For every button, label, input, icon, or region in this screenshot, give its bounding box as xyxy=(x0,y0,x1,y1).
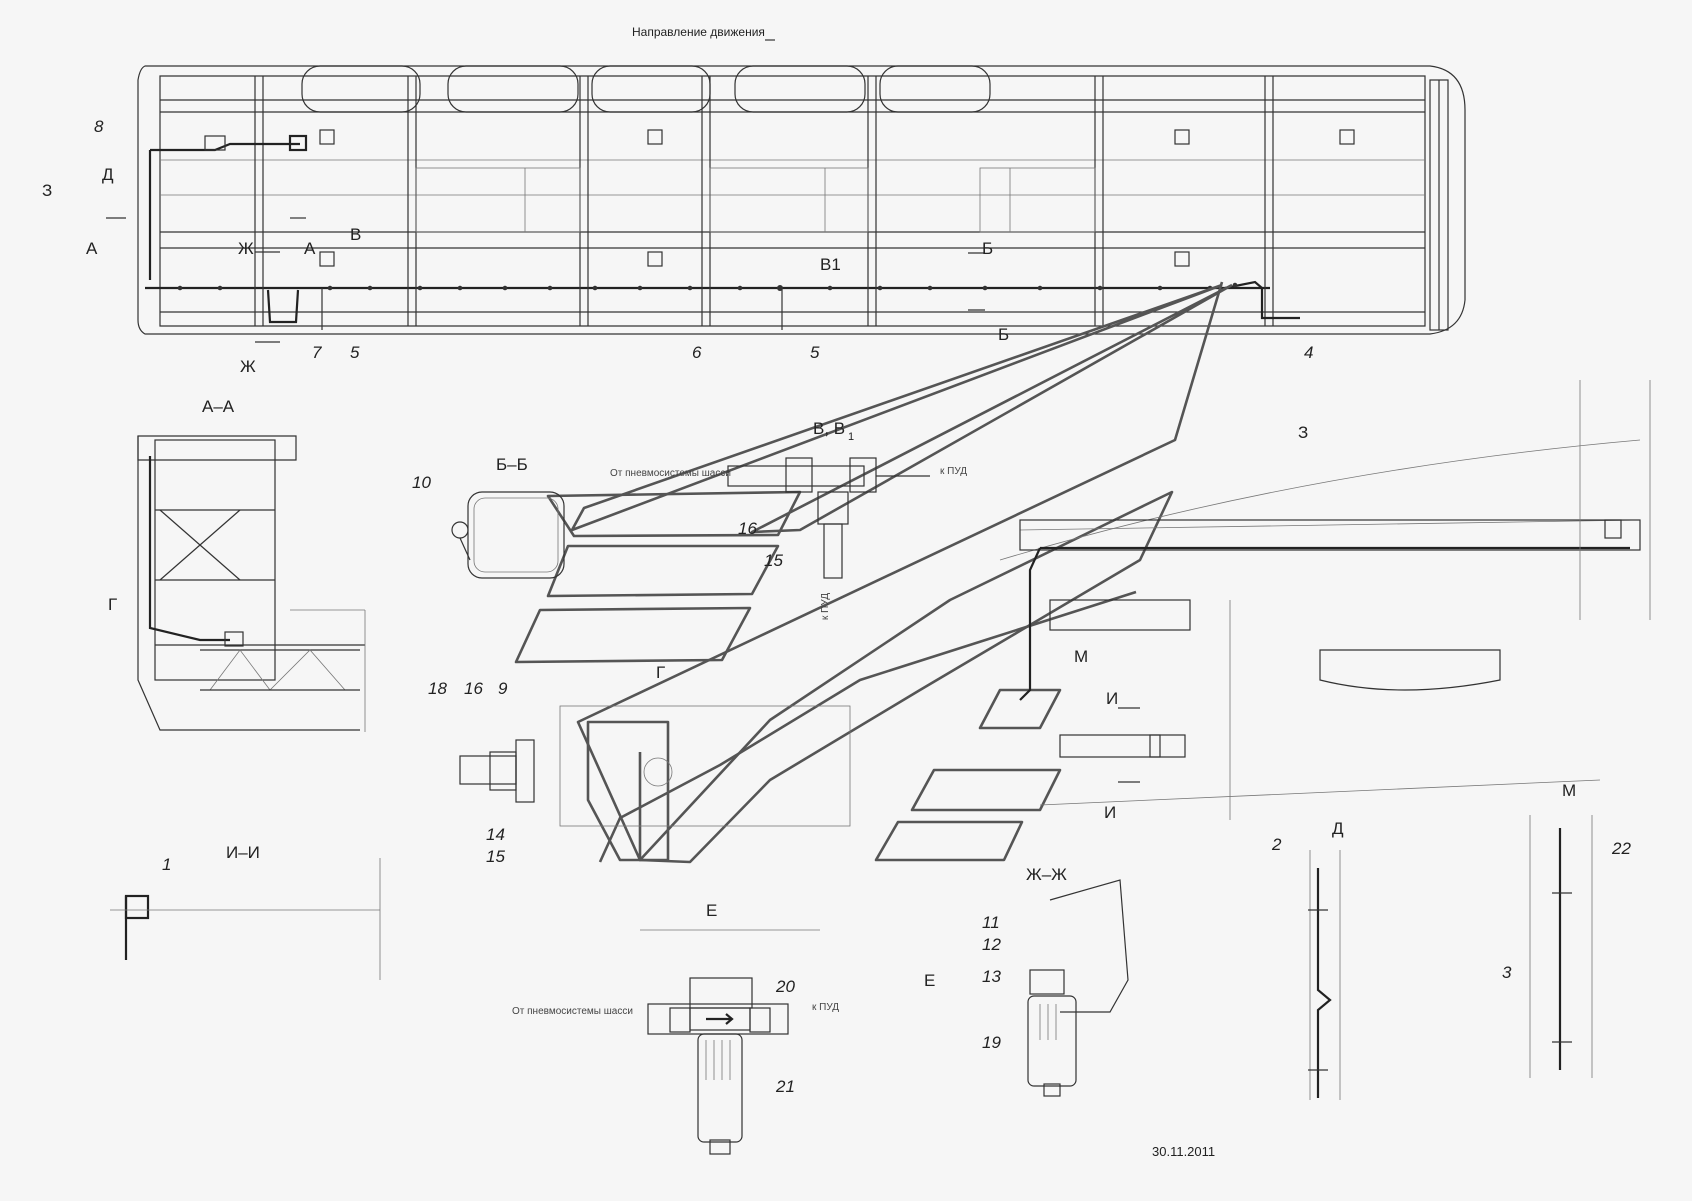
callout-14: 14 xyxy=(486,825,505,844)
view-title-bb: Б–Б xyxy=(496,455,528,474)
callout-9: 9 xyxy=(498,679,508,698)
marker-b-top: Б xyxy=(982,239,993,258)
marker-a-left: А xyxy=(86,239,98,258)
callout-10: 10 xyxy=(412,473,431,492)
view-title-ii: И–И xyxy=(226,843,260,862)
callout-21: 21 xyxy=(775,1077,795,1096)
view-m-drawing xyxy=(1529,815,1593,1078)
marker-v: В xyxy=(350,225,361,244)
marker-e: Е xyxy=(924,971,935,990)
section-aa-drawing xyxy=(137,435,366,732)
view-z-drawing xyxy=(999,380,1651,820)
callout-16b: 16 xyxy=(464,679,483,698)
callout-3: 3 xyxy=(1502,963,1512,982)
marker-i-bottom: И xyxy=(1104,803,1116,822)
callout-4: 4 xyxy=(1304,343,1313,362)
callout-16a: 16 xyxy=(738,519,757,538)
view-d-drawing xyxy=(1308,850,1341,1100)
callout-1: 1 xyxy=(162,855,171,874)
filter-view-e-drawing xyxy=(640,929,820,1155)
label-from-pneumo-1: От пневмосистемы шасси xyxy=(610,468,731,479)
marker-b-bottom: Б xyxy=(998,325,1009,344)
direction-label: Направление движения xyxy=(632,25,765,39)
callout-7: 7 xyxy=(312,343,322,362)
labels: Направление движения З Д А А Ж Ж В В1 Б … xyxy=(42,25,1631,1159)
marker-g: Г xyxy=(108,595,117,614)
view-title-zhzh: Ж–Ж xyxy=(1026,865,1067,884)
marker-z: З xyxy=(42,181,52,200)
view-title-d: Д xyxy=(1332,819,1344,838)
leader-callouts xyxy=(514,281,1233,864)
label-from-pneumo-2: От пневмосистемы шасси xyxy=(512,1006,633,1017)
label-to-pud-vertical: к ПУД xyxy=(820,593,831,620)
view-title-m: М xyxy=(1562,781,1576,800)
view-title-v: В, В xyxy=(813,419,845,438)
date-stamp: 30.11.2011 xyxy=(1152,1144,1215,1159)
tee-fitting-drawing xyxy=(727,457,930,579)
view-title-aa: А–А xyxy=(202,397,235,416)
marker-zh-bottom: Ж xyxy=(240,357,256,376)
callout-12: 12 xyxy=(982,935,1001,954)
frame-plan-view xyxy=(106,65,1466,343)
view-title-z: З xyxy=(1298,423,1308,442)
section-bb-drawing xyxy=(451,491,565,579)
marker-d: Д xyxy=(102,165,114,184)
callout-5a: 5 xyxy=(350,343,360,362)
callout-8: 8 xyxy=(94,117,104,136)
marker-v1: В1 xyxy=(820,255,841,274)
marker-zh-top: Ж xyxy=(238,239,254,258)
callout-22: 22 xyxy=(1611,839,1631,858)
label-to-pud-2: к ПУД xyxy=(812,1002,839,1013)
marker-m: М xyxy=(1074,647,1088,666)
bulkhead-fitting-drawing xyxy=(459,705,851,827)
callout-13: 13 xyxy=(982,967,1001,986)
callout-6: 6 xyxy=(692,343,702,362)
marker-i-top: И xyxy=(1106,689,1118,708)
callout-5b: 5 xyxy=(810,343,820,362)
label-to-pud-1: к ПУД xyxy=(940,466,967,477)
marker-g-detail: Г xyxy=(656,663,665,682)
callout-2: 2 xyxy=(1271,835,1282,854)
section-zhzh-drawing xyxy=(1027,879,1129,1097)
callout-20: 20 xyxy=(775,977,795,996)
callout-15b: 15 xyxy=(486,847,505,866)
callout-15a: 15 xyxy=(764,551,783,570)
marker-a-right: А xyxy=(304,239,316,258)
callout-11: 11 xyxy=(982,913,1000,932)
view-title-v-sub: 1 xyxy=(848,431,854,443)
callout-18: 18 xyxy=(428,679,447,698)
view-title-e: Е xyxy=(706,901,717,920)
section-ii-drawing xyxy=(110,858,381,980)
callout-19: 19 xyxy=(982,1033,1001,1052)
